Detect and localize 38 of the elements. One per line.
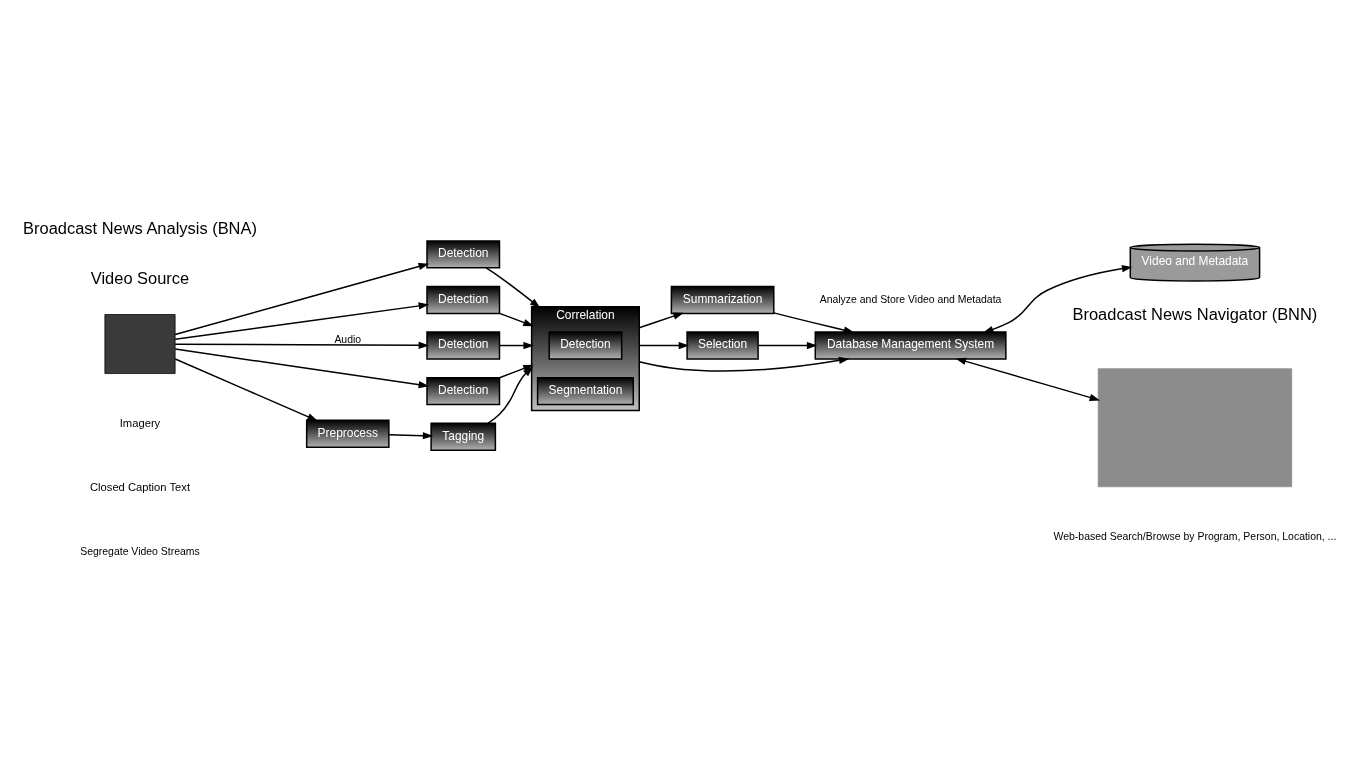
node-box: Selection: [686, 331, 759, 360]
label: Video Source: [90, 268, 190, 287]
label: Closed Caption Text: [89, 480, 191, 493]
arrow: [982, 265, 1133, 333]
label: Web-based Search/Browse by Program, Person, Location, ...: [1053, 531, 1337, 543]
arrow: [955, 357, 1101, 401]
arrow: [388, 432, 434, 440]
node-box: [1097, 368, 1293, 488]
node-box: Detection: [426, 376, 501, 406]
arrow: [174, 358, 318, 422]
node-box: Detection: [426, 285, 501, 315]
node-box: [104, 314, 176, 374]
node-box: Segmentation: [536, 376, 635, 406]
node-box: Tagging: [430, 422, 497, 451]
node-box: Detection: [548, 331, 623, 360]
label: Broadcast News Navigator (BNN): [1072, 304, 1318, 323]
node-box: Database Management System: [814, 331, 1007, 360]
edge-label: Audio: [334, 333, 362, 345]
node-box: Preprocess: [305, 419, 390, 448]
arrow: [174, 262, 430, 336]
label: Segregate Video Streams: [80, 546, 200, 558]
arrow: [485, 267, 541, 309]
arrow: [638, 341, 690, 350]
label: Analyze and Store Video and Metadata: [819, 293, 1002, 305]
label: Imagery: [119, 416, 161, 429]
label: Broadcast News Analysis (BNA): [23, 218, 257, 237]
arrow: [773, 312, 855, 334]
arrow: [757, 341, 818, 350]
arrow: [638, 356, 850, 372]
arrow: [498, 341, 534, 350]
arrow: [174, 302, 430, 341]
arrow: [174, 348, 430, 389]
arrow: [498, 312, 534, 327]
arrow: [174, 341, 430, 349]
arrow: [638, 312, 684, 329]
node-box: Summarization: [670, 285, 775, 315]
node-box: Detection: [426, 240, 501, 269]
node-box: Detection: [426, 331, 501, 360]
